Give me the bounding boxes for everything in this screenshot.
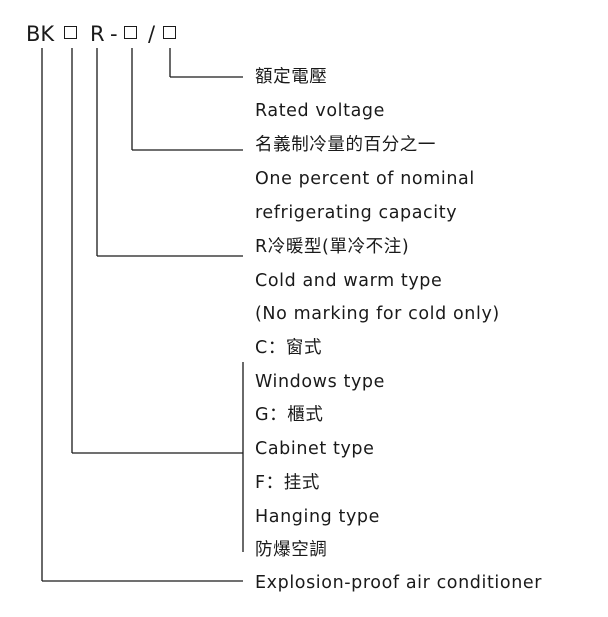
hanging-type-en: Hanging type (255, 507, 381, 527)
window-type-en: Windows type (255, 372, 385, 392)
code-dash: - (110, 22, 118, 46)
explosion-proof-en: Explosion-proof air conditioner (255, 573, 543, 593)
rated-voltage-en: Rated voltage (255, 101, 385, 121)
hanging-type-zh: F：挂式 (255, 473, 320, 493)
capacity-en-line2: refrigerating capacity (255, 203, 458, 223)
code-slash: / (148, 22, 156, 46)
code-box-type (64, 26, 77, 39)
code-letter-r: R (90, 22, 105, 46)
rated-voltage-zh: 額定電壓 (255, 67, 328, 87)
no-marking-en: (No marking for cold only) (255, 304, 500, 324)
code-box-voltage (163, 26, 176, 39)
cabinet-type-en: Cabinet type (255, 439, 375, 459)
explosion-proof-zh: 防爆空調 (255, 540, 328, 560)
cold-warm-zh: R冷暖型(單冷不注) (255, 237, 410, 257)
capacity-zh: 名義制冷量的百分之一 (255, 135, 436, 155)
cold-warm-en: Cold and warm type (255, 271, 443, 291)
code-box-capacity (124, 26, 137, 39)
cabinet-type-zh: G：櫃式 (255, 405, 324, 425)
capacity-en-line1: One percent of nominal (255, 169, 475, 189)
window-type-zh: C：窗式 (255, 338, 323, 358)
code-prefix-bk: BK (26, 22, 55, 46)
